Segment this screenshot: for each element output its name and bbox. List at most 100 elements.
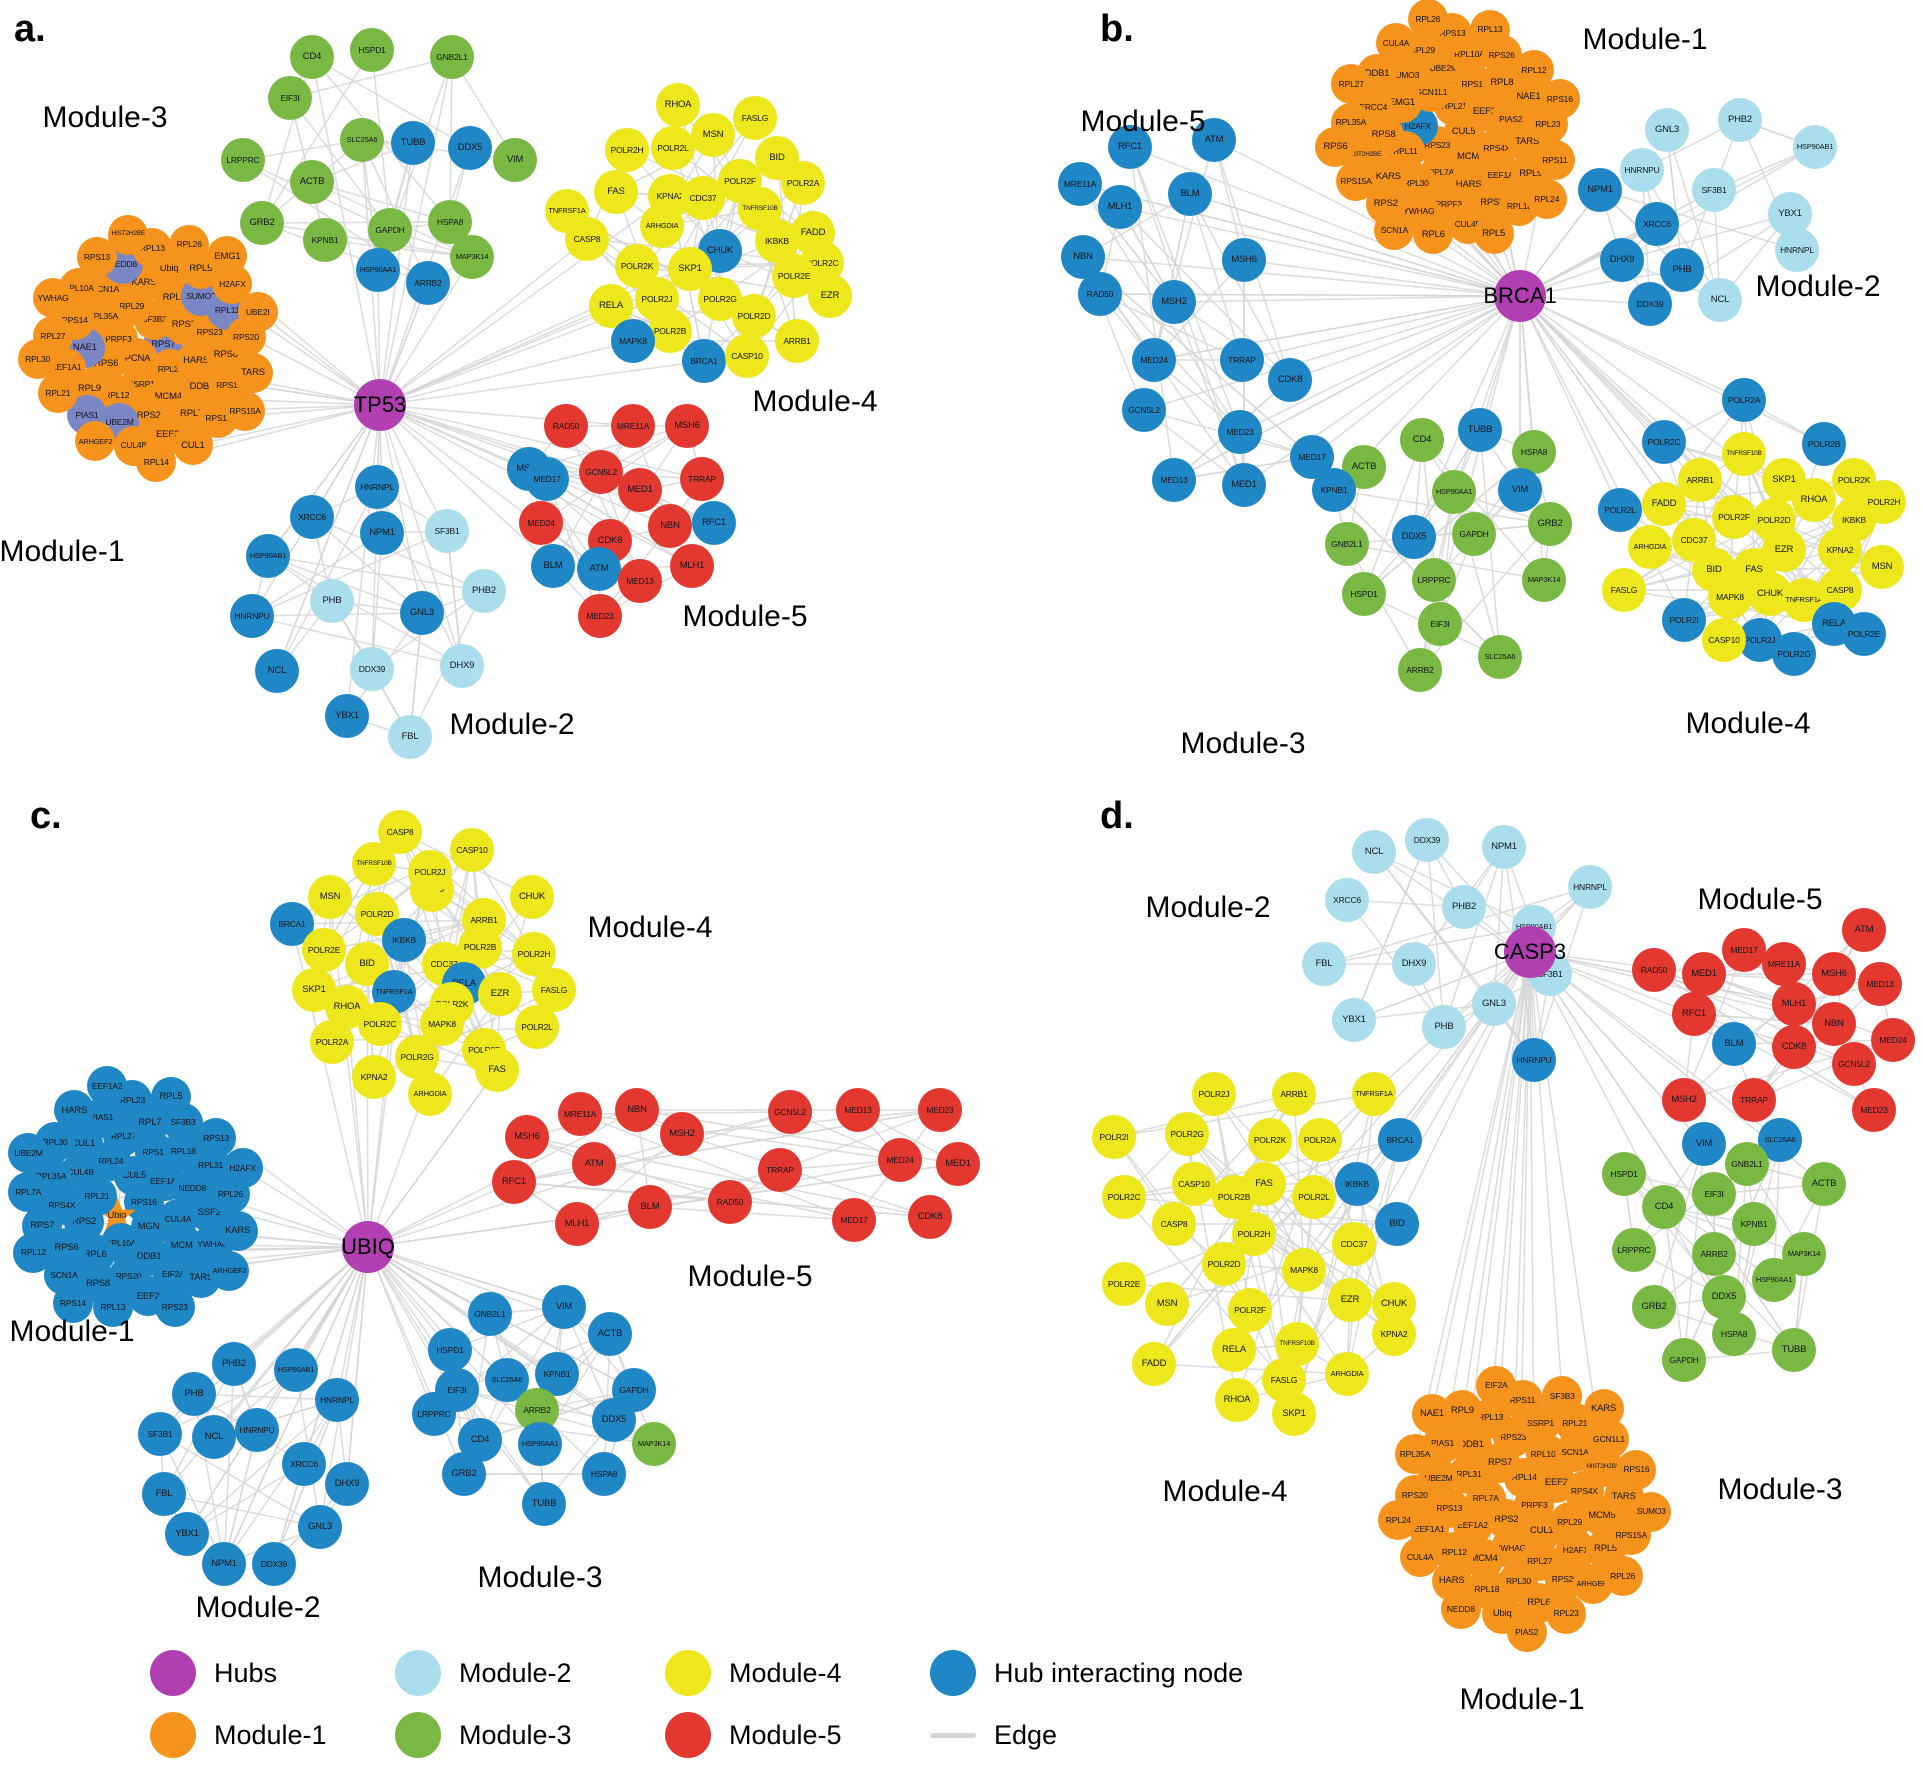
module-label-module-3: Module-3 bbox=[1717, 1473, 1843, 1506]
module-label-module-2: Module-2 bbox=[1755, 270, 1881, 303]
node-med23: MED23 bbox=[1852, 1088, 1896, 1132]
node-phb2: PHB2 bbox=[212, 1342, 256, 1386]
edge bbox=[681, 1133, 931, 1218]
edge bbox=[367, 1246, 465, 1475]
edge bbox=[1519, 295, 1621, 511]
edge bbox=[223, 1246, 369, 1565]
node-ddx5: DDX5 bbox=[448, 126, 492, 170]
edge bbox=[367, 1246, 605, 1475]
node-lrpprc: LRPPRC bbox=[1412, 558, 1456, 602]
node-phb2: PHB2 bbox=[1718, 98, 1762, 142]
edge bbox=[367, 1181, 515, 1248]
edge bbox=[579, 1113, 855, 1221]
edge-swatch-icon bbox=[930, 1732, 976, 1738]
node-arhgdia: ARHGDIA bbox=[1628, 525, 1672, 569]
node-ddx39: DDX39 bbox=[350, 647, 394, 691]
module-label-module-2: Module-2 bbox=[195, 1591, 321, 1624]
edge bbox=[1346, 1139, 1401, 1375]
node-rfc1: RFC1 bbox=[1108, 125, 1152, 169]
node-gnb2l1: GNB2L1 bbox=[1725, 1142, 1769, 1186]
node-polr2g: POLR2G bbox=[1165, 1112, 1209, 1156]
edge bbox=[267, 404, 381, 557]
node-gapdh: GAPDH bbox=[1662, 1338, 1706, 1382]
hub-ubiq: UBIQ bbox=[341, 1221, 395, 1273]
legend-item-hub-interacting-node: Hub interacting node bbox=[930, 1645, 1300, 1701]
node-mapk8: MAPK8 bbox=[1282, 1248, 1326, 1292]
edge bbox=[649, 1206, 855, 1221]
node-slc25a6: SLC25A6 bbox=[1478, 635, 1522, 679]
node-grb2: GRB2 bbox=[442, 1452, 486, 1496]
edge bbox=[1431, 951, 1531, 1414]
edge bbox=[251, 615, 463, 667]
node-arrb2: ARRB2 bbox=[1692, 1232, 1736, 1276]
node-nbn: NBN bbox=[648, 504, 692, 548]
node-med1: MED1 bbox=[936, 1142, 980, 1186]
edge bbox=[1269, 1139, 1398, 1225]
node-npm1: NPM1 bbox=[360, 511, 404, 555]
edge bbox=[1263, 1139, 1401, 1185]
node-rad50: RAD50 bbox=[1632, 948, 1676, 992]
node-tubb: TUBB bbox=[391, 121, 435, 165]
edge bbox=[346, 1246, 369, 1485]
node-h2afx: H2AFX bbox=[222, 1147, 263, 1188]
node-eif3i: EIF3I bbox=[268, 76, 312, 120]
node-ezr: EZR bbox=[478, 972, 522, 1016]
node-hist2h2be: HIST2H2BE bbox=[108, 214, 149, 255]
node-atm: ATM bbox=[1192, 118, 1236, 162]
node-grb2: GRB2 bbox=[1632, 1285, 1676, 1329]
node-emg1: EMG1 bbox=[207, 236, 248, 277]
edge bbox=[379, 340, 634, 406]
node-grb2: GRB2 bbox=[240, 201, 284, 245]
node-msh6: MSH6 bbox=[1812, 952, 1856, 996]
node-dhx9: DHX9 bbox=[440, 644, 484, 688]
module-label-module-1: Module-1 bbox=[1459, 1683, 1585, 1716]
edge bbox=[1239, 295, 1521, 433]
node-msh2: MSH2 bbox=[1152, 280, 1196, 324]
edge bbox=[1373, 851, 1495, 1005]
edge bbox=[379, 360, 705, 406]
node-nae1: NAE1 bbox=[1411, 1393, 1452, 1434]
node-med13: MED13 bbox=[836, 1088, 880, 1132]
node-hspd1: HSPD1 bbox=[1602, 1152, 1646, 1196]
node-rpl7a: RPL7A bbox=[8, 1172, 49, 1213]
node-ybx1: YBX1 bbox=[165, 1512, 209, 1556]
node-ezr: EZR bbox=[1328, 1278, 1372, 1322]
edge bbox=[1693, 1013, 1835, 1025]
node-med23: MED23 bbox=[1218, 410, 1262, 454]
edge bbox=[163, 1493, 321, 1528]
node-casp10: CASP10 bbox=[725, 334, 769, 378]
edge bbox=[192, 404, 381, 447]
hub-interacting-node-swatch-icon bbox=[930, 1650, 976, 1696]
edge bbox=[159, 1369, 297, 1435]
edge bbox=[346, 863, 375, 1008]
edge bbox=[379, 250, 721, 406]
edge bbox=[379, 56, 453, 406]
edge bbox=[1529, 951, 1795, 1351]
node-mre11a: MRE11A bbox=[611, 404, 655, 448]
node-polr2i: POLR2I bbox=[1092, 1115, 1136, 1159]
edge bbox=[223, 1363, 235, 1565]
node-rpl23: RPL23 bbox=[1546, 1593, 1587, 1634]
node-ybx1: YBX1 bbox=[325, 694, 369, 738]
node-med24: MED24 bbox=[519, 501, 563, 545]
node-trrap: TRRAP bbox=[680, 457, 724, 501]
hub-label-ubiq: UBIQ bbox=[341, 1234, 395, 1259]
edge bbox=[361, 139, 516, 161]
node-polr2l: POLR2L bbox=[1598, 488, 1642, 532]
module-label-module-3: Module-3 bbox=[477, 1561, 603, 1594]
node-polr2c: POLR2C bbox=[358, 1002, 402, 1046]
edge bbox=[1119, 206, 1521, 297]
edge bbox=[1453, 295, 1521, 493]
edge bbox=[526, 1136, 731, 1203]
edge bbox=[1189, 193, 1243, 361]
node-polr2b: POLR2B bbox=[1212, 1175, 1256, 1219]
edge bbox=[193, 1393, 338, 1401]
node-dhx9: DHX9 bbox=[1392, 942, 1436, 986]
node-arhgdia: ARHGDIA bbox=[1325, 1352, 1369, 1396]
edge bbox=[1189, 193, 1291, 381]
edge bbox=[379, 404, 703, 480]
edge bbox=[367, 1206, 651, 1248]
node-med1: MED1 bbox=[618, 468, 662, 512]
panel-letter-d: d. bbox=[1100, 795, 1134, 837]
node-rps6: RPS6 bbox=[1315, 126, 1356, 167]
